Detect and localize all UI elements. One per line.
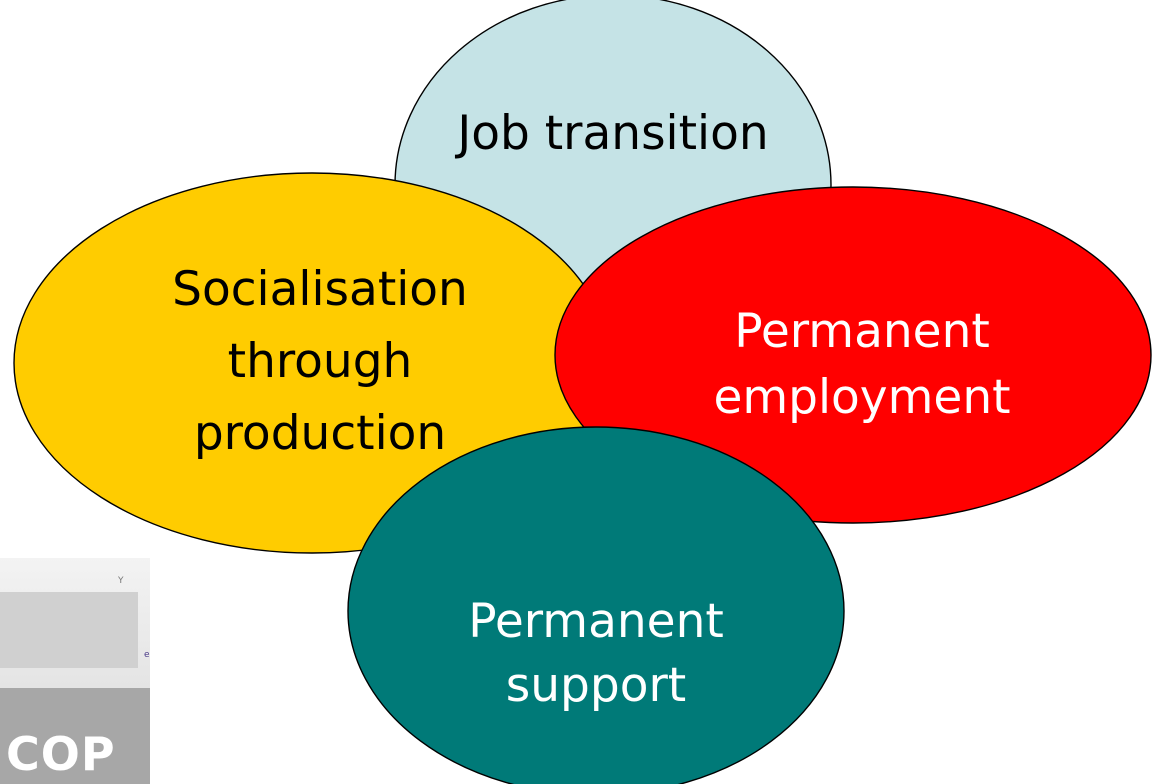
label-line-job-0: Job transition (454, 106, 768, 161)
logo-inner-panel (0, 592, 138, 668)
label-line-social-2: production (194, 406, 446, 461)
label-socialisation: Socialisation through production (172, 262, 468, 461)
label-line-support-0: Permanent (468, 594, 724, 649)
partial-logo: Y e COP (0, 558, 150, 784)
node-permanent-employment: Permanent employment (554, 186, 1152, 524)
label-permanent-employment: Permanent employment (713, 304, 1010, 425)
ellipse-permanent-employment (554, 186, 1152, 524)
label-line-support-1: support (506, 658, 686, 713)
label-job-transition: Job transition (454, 106, 768, 161)
label-line-employ-1: employment (713, 370, 1010, 425)
node-permanent-support: Permanent support (347, 426, 845, 784)
label-line-social-0: Socialisation (172, 262, 468, 317)
logo-corner-mark: Y (118, 576, 124, 586)
label-line-employ-0: Permanent (734, 304, 990, 359)
label-line-social-1: through (228, 334, 413, 389)
logo-fragment-text: COP (6, 727, 116, 781)
logo-side-mark: e (144, 650, 150, 660)
logo-background-dark (0, 688, 150, 784)
ellipse-permanent-support (347, 426, 845, 784)
label-permanent-support: Permanent support (468, 594, 724, 713)
